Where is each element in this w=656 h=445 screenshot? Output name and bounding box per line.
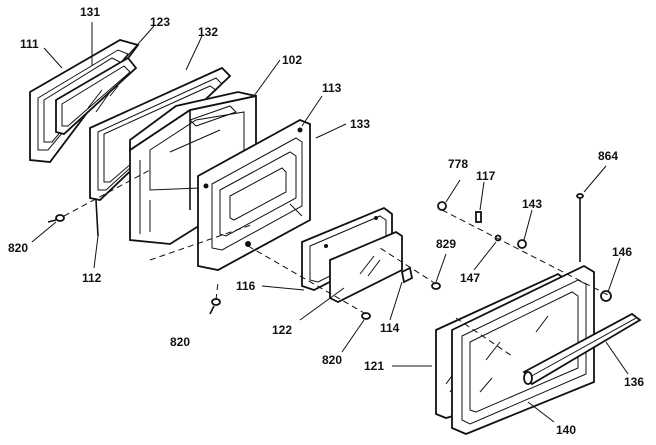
label-146: 146: [612, 245, 632, 259]
screw-829: [431, 282, 441, 290]
label-820-upper: 820: [8, 241, 28, 255]
label-111: 111: [20, 37, 39, 51]
label-121: 121: [364, 359, 384, 373]
label-143: 143: [522, 197, 542, 211]
clip-114: [400, 266, 414, 284]
inner-door-panel-113: [197, 119, 311, 271]
bumper-778: [437, 201, 447, 211]
label-132: 132: [198, 25, 218, 39]
label-136: 136: [624, 375, 644, 389]
leader-lines: [31, 22, 629, 423]
label-123: 123: [150, 15, 170, 29]
assembly-lines: [63, 169, 611, 357]
inner-glass-131: [55, 56, 138, 135]
screw-820-lower: [209, 298, 221, 315]
part-number-labels: 111 131 123 132 102 113 133 820 112 820 …: [8, 5, 644, 437]
label-116: 116: [236, 279, 256, 293]
label-114: 114: [380, 321, 400, 335]
label-112: 112: [82, 271, 102, 285]
label-131: 131: [80, 5, 100, 19]
screw-820-upper: [47, 214, 65, 223]
washer-146: [600, 290, 612, 302]
label-133: 133: [350, 117, 370, 131]
label-147: 147: [460, 271, 480, 285]
bushing-143: [517, 239, 527, 249]
spacer-117: [475, 211, 482, 223]
label-122: 122: [272, 323, 292, 337]
handle-136: [522, 312, 642, 386]
label-140: 140: [556, 423, 576, 437]
label-820-middle: 820: [322, 353, 342, 367]
label-113: 113: [322, 81, 342, 95]
label-820-lower: 820: [170, 335, 190, 349]
label-117: 117: [476, 169, 496, 183]
label-778: 778: [448, 157, 468, 171]
screw-864: [576, 193, 584, 262]
label-829: 829: [436, 237, 456, 251]
screw-820-middle: [361, 312, 371, 320]
label-864: 864: [598, 149, 618, 163]
label-102: 102: [282, 53, 302, 67]
